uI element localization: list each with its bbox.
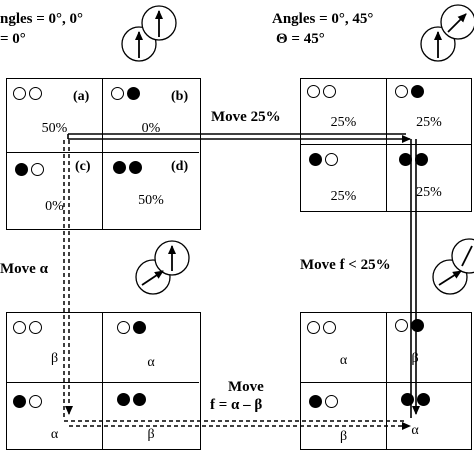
dot-2	[129, 161, 142, 174]
cell-br-3: β	[301, 383, 387, 449]
cell-b-tag: (b)	[171, 89, 189, 104]
spin-pair-0-45-icon	[420, 4, 474, 62]
move-alpha-label: Move α	[0, 261, 48, 277]
left-header-line1: ngles = 0°, 0°	[0, 11, 84, 27]
spin-pair-middle-right-icon	[432, 238, 474, 295]
spin-pair-0-0-icon	[121, 5, 177, 62]
cell-tr-2-dots	[395, 85, 424, 98]
cell-d: (d) 50%	[103, 153, 199, 229]
cell-bl-2-value: α	[147, 355, 155, 370]
cell-c-value: 0%	[45, 199, 64, 214]
cell-c-dots	[15, 163, 44, 176]
dot-1	[307, 85, 320, 98]
dot-2	[29, 395, 42, 408]
cell-bl-1: β	[7, 313, 103, 383]
cell-a: (a) 50%	[7, 79, 103, 153]
cell-d-dots	[113, 161, 142, 174]
cell-tr-3: 25%	[301, 145, 387, 211]
cell-bl-1-value: β	[50, 351, 59, 366]
cell-a-dots	[13, 87, 42, 100]
cell-d-value: 50%	[138, 193, 164, 208]
cell-tr-4-value: 25%	[416, 185, 442, 200]
cell-br-4-value: α	[411, 423, 419, 438]
move-25-label: Move 25%	[211, 109, 281, 125]
dot-2	[411, 85, 424, 98]
cell-bl-2: α	[103, 313, 199, 383]
dot-1	[117, 321, 130, 334]
cell-tr-2-value: 25%	[416, 115, 442, 130]
dot-1	[117, 393, 130, 406]
cell-d-tag: (d)	[171, 159, 189, 174]
cell-br-1-dots	[307, 321, 336, 334]
cell-bl-3-dots	[13, 395, 42, 408]
move-alpha-arrow	[63, 140, 73, 418]
cell-b: (b) 0%	[103, 79, 199, 153]
cell-tr-1: 25%	[301, 79, 387, 145]
right-header-line2: Θ = 45°	[276, 31, 325, 47]
cell-bl-2-dots	[117, 321, 146, 334]
dot-2	[29, 87, 42, 100]
move-bottom-label-line2: f = α – β	[210, 397, 263, 413]
dot-1	[309, 395, 322, 408]
grid-bottom-right: α β β α	[300, 312, 472, 450]
dot-2	[325, 395, 338, 408]
right-header-line1: Angles = 0°, 45°	[272, 11, 374, 27]
dot-1	[395, 85, 408, 98]
cell-tr-1-value: 25%	[330, 115, 357, 130]
move-diff-arrow	[64, 420, 411, 430]
dot-1	[307, 321, 320, 334]
cell-br-2-value: β	[411, 351, 419, 366]
cell-bl-4-dots	[117, 393, 146, 406]
dot-1	[395, 319, 408, 332]
cell-c-tag: (c)	[75, 159, 91, 174]
move-f-arrow	[410, 139, 420, 418]
cell-bl-4-value: β	[147, 427, 155, 442]
grid-bottom-left: β α α β	[6, 312, 201, 450]
cell-c: (c) 0%	[7, 153, 103, 229]
dot-2	[417, 393, 430, 406]
cell-br-1-value: α	[339, 353, 348, 368]
dot-1	[113, 161, 126, 174]
cell-br-3-value: β	[339, 429, 348, 444]
spin-pair-middle-left-icon	[135, 240, 190, 295]
dot-1	[13, 321, 26, 334]
dot-1	[13, 395, 26, 408]
dot-2	[323, 321, 336, 334]
dot-2	[325, 153, 338, 166]
cell-b-value: 0%	[141, 121, 161, 136]
cell-bl-3: α	[7, 383, 103, 449]
cell-bl-1-dots	[13, 321, 42, 334]
dot-2	[133, 393, 146, 406]
dot-1	[15, 163, 28, 176]
dot-1	[13, 87, 26, 100]
cell-a-value: 50%	[41, 121, 68, 136]
cell-tr-3-dots	[309, 153, 338, 166]
cell-bl-3-value: α	[50, 427, 59, 442]
grid-top-left: (a) 50% (b) 0% (c) 0% (d) 50%	[6, 78, 201, 230]
dot-2	[133, 321, 146, 334]
dot-2	[127, 87, 140, 100]
dot-1	[111, 87, 124, 100]
move-25-arrow	[67, 133, 411, 143]
left-header-line2: = 0°	[0, 31, 26, 47]
dot-1	[309, 153, 322, 166]
dot-2	[31, 163, 44, 176]
dot-2	[323, 85, 336, 98]
cell-b-dots	[111, 87, 140, 100]
cell-br-1: α	[301, 313, 387, 383]
cell-br-3-dots	[309, 395, 338, 408]
cell-tr-2: 25%	[387, 79, 471, 145]
cell-a-tag: (a)	[73, 89, 90, 104]
move-f-label: Move f < 25%	[300, 257, 391, 273]
cell-tr-1-dots	[307, 85, 336, 98]
dot-2	[29, 321, 42, 334]
move-bottom-label-line1: Move	[228, 379, 264, 395]
cell-tr-3-value: 25%	[330, 189, 357, 204]
cell-bl-4: β	[103, 383, 199, 449]
